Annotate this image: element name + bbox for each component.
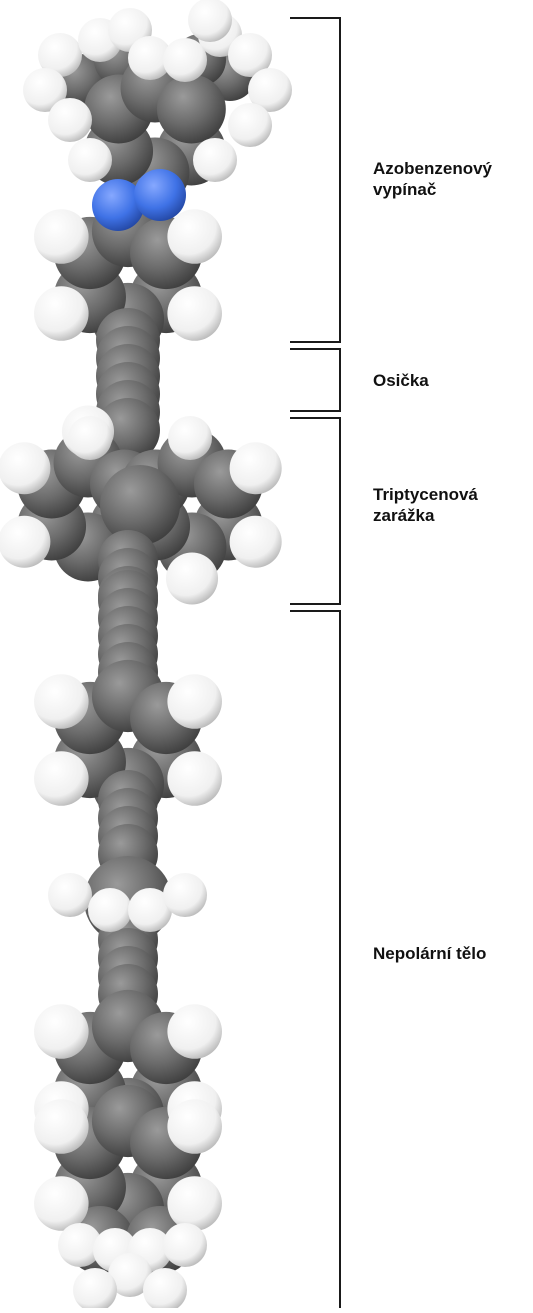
hydrogen-atom [68, 416, 112, 460]
label-axle-text: Osička [373, 370, 429, 391]
hydrogen-atom [34, 1099, 89, 1154]
hydrogen-atom [193, 138, 237, 182]
hydrogen-atom [230, 442, 282, 494]
hydrogen-atom [34, 674, 89, 729]
hydrogen-atom [166, 552, 218, 604]
brackets [290, 18, 340, 1308]
hydrogen-atom [48, 873, 92, 917]
label-azobenzene-line1: Azobenzenový [373, 158, 492, 179]
atoms [0, 0, 292, 1308]
hydrogen-atom [167, 674, 222, 729]
label-azobenzene-line2: vypínač [373, 179, 492, 200]
hydrogen-atom [48, 98, 92, 142]
label-axle: Osička [373, 370, 429, 391]
label-azobenzene-switch: Azobenzenový vypínač [373, 158, 492, 200]
bracket-azobenzene [290, 18, 340, 342]
hydrogen-atom [34, 1004, 89, 1059]
hydrogen-atom [167, 1099, 222, 1154]
label-triptycene-stopper: Triptycenová zarážka [373, 484, 478, 526]
hydrogen-atom [167, 209, 222, 264]
label-nonpolar-body: Nepolární tělo [373, 943, 486, 964]
label-stopper-line2: zarážka [373, 505, 478, 526]
hydrogen-atom [167, 1004, 222, 1059]
hydrogen-atom [68, 138, 112, 182]
hydrogen-atom [163, 1223, 207, 1267]
hydrogen-atom [168, 416, 212, 460]
hydrogen-atom [228, 103, 272, 147]
hydrogen-atom [163, 38, 207, 82]
hydrogen-atom [230, 516, 282, 568]
hydrogen-atom [167, 1176, 222, 1231]
hydrogen-atom [0, 442, 50, 494]
bracket-stopper [290, 418, 340, 604]
hydrogen-atom [163, 873, 207, 917]
hydrogen-atom [88, 888, 132, 932]
hydrogen-atom [167, 751, 222, 806]
label-stopper-line1: Triptycenová [373, 484, 478, 505]
hydrogen-atom [167, 286, 222, 341]
carbon-atom [157, 75, 226, 144]
hydrogen-atom [34, 209, 89, 264]
hydrogen-atom [34, 1176, 89, 1231]
hydrogen-atom [34, 286, 89, 341]
hydrogen-atom [0, 516, 50, 568]
hydrogen-atom [34, 751, 89, 806]
bracket-body [290, 611, 340, 1308]
nitrogen-atom [134, 169, 186, 221]
bracket-axle [290, 349, 340, 411]
label-body-text: Nepolární tělo [373, 943, 486, 964]
hydrogen-atom [188, 0, 232, 42]
